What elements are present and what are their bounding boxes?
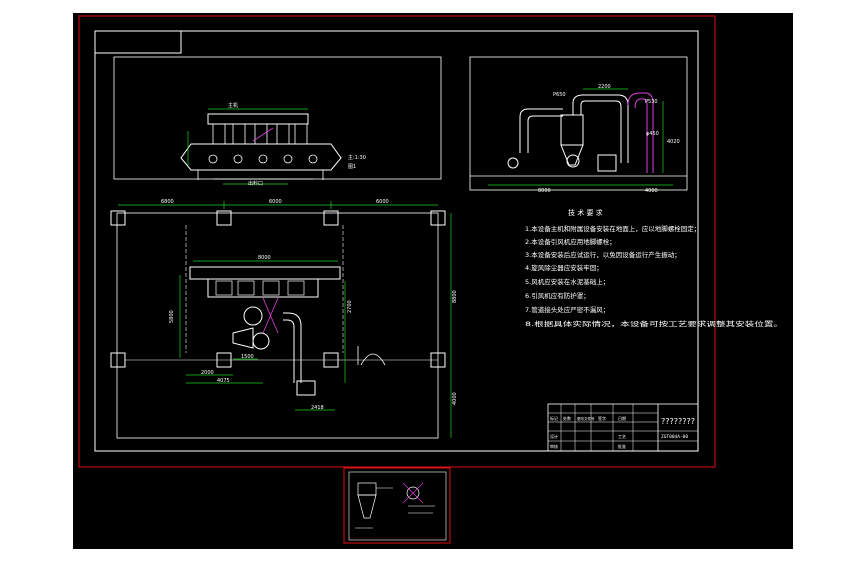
side-label-3: φ450 bbox=[646, 131, 659, 137]
title-block-cell-9: 批准 bbox=[618, 443, 626, 449]
detail-thumbnail bbox=[343, 467, 451, 544]
title-block-cell-8: 工艺 bbox=[618, 434, 626, 439]
plan-dim-top-mid: 6000 bbox=[269, 199, 282, 205]
side-dim-2: 4000 bbox=[645, 188, 658, 194]
title-block-cell-3: 更改文件号 bbox=[577, 416, 595, 421]
drawing-number: ZGT004A-00 bbox=[661, 434, 688, 440]
notes-item-3: 3.本设备安装后应试运行，以免因设备运行产生振动； bbox=[525, 250, 681, 259]
elevation-note-2: 图1 bbox=[348, 164, 356, 170]
plan-view-frame bbox=[116, 212, 439, 439]
title-block-cell-6: 设计 bbox=[550, 433, 558, 439]
notes-item-1: 1.本设备主机和附属设备安装在地面上，应以地脚螺栓固定； bbox=[525, 224, 700, 233]
notes-item-6: 6.引风机应有防护罩； bbox=[525, 291, 590, 300]
elevation-note-1: 主:1:30 bbox=[348, 154, 366, 161]
drawing-title: ???????? bbox=[661, 417, 695, 426]
elevation-label-1: 主机 bbox=[228, 102, 238, 109]
title-block-cell-2: 处数 bbox=[563, 415, 571, 421]
elevation-label-2: 出料口 bbox=[248, 180, 263, 187]
notes-item-4: 4.旋风除尘器应安装牢固； bbox=[525, 263, 603, 272]
plan-dim-bottom-4: 2418 bbox=[311, 405, 324, 411]
plan-dim-top-right: 6000 bbox=[376, 199, 389, 205]
cad-drawing-sheet: 主机 出料口 主:1:30 图1 8000 4000 2200 P650 P53… bbox=[73, 13, 793, 549]
side-view-frame bbox=[469, 56, 688, 191]
plan-dim-mid: 2700 bbox=[347, 300, 353, 313]
plan-dim-bottom-3: 4075 bbox=[217, 378, 230, 384]
side-dim-height: 4020 bbox=[667, 139, 680, 145]
notes-item-8: 8.根据具体实际情况，本设备可按工艺要求调整其安装位置。 bbox=[525, 319, 783, 328]
cad-drawing-canvas: 主机 出料口 主:1:30 图1 8000 4000 2200 P650 P53… bbox=[78, 15, 783, 544]
elevation-view: 主机 出料口 主:1:30 图1 bbox=[113, 56, 442, 187]
plan-dim-top-left: 6800 bbox=[161, 199, 174, 205]
plan-dim-bottom-1: 2000 bbox=[201, 370, 214, 376]
inner-border bbox=[94, 30, 699, 452]
notes-title: 技 术 要 求 bbox=[568, 208, 603, 217]
plan-dim-bottom-2: 1500 bbox=[241, 354, 254, 360]
corner-box bbox=[94, 30, 182, 54]
title-block-cell-4: 签字 bbox=[598, 415, 606, 421]
notes-item-5: 5.风机应安装在水泥基础上； bbox=[525, 277, 609, 286]
technical-notes: 技 术 要 求 1.本设备主机和附属设备安装在地面上，应以地脚螺栓固定； 2.本… bbox=[525, 208, 783, 328]
title-block-cell-1: 标记 bbox=[550, 415, 558, 421]
title-block-cell-5: 日期 bbox=[618, 415, 626, 421]
side-dim-1: 8000 bbox=[538, 188, 551, 194]
notes-item-7: 7.管道接头处应严密不漏风； bbox=[525, 305, 609, 314]
side-view: 8000 4000 2200 P650 P530 φ450 4020 bbox=[469, 56, 688, 194]
side-label-2: P530 bbox=[645, 99, 658, 105]
plan-view: 6800 6000 6000 8000 5800 2700 8800 4000 … bbox=[110, 199, 458, 439]
plan-dim-right: 8800 bbox=[452, 290, 458, 303]
elevation-view-frame bbox=[113, 56, 442, 180]
side-label-1: P650 bbox=[553, 92, 566, 98]
notes-item-2: 2.本设备引风机应用地脚螺栓； bbox=[525, 237, 616, 246]
title-block: 标记 处数 更改文件号 签字 日期 设计 审核 工艺 批准 ???????? Z… bbox=[547, 403, 699, 452]
side-dim-top: 2200 bbox=[598, 84, 611, 90]
title-block-cell-7: 审核 bbox=[550, 443, 558, 449]
outer-frame bbox=[78, 15, 716, 468]
plan-dim-right-lower: 4000 bbox=[452, 392, 458, 405]
plan-dim-left: 5800 bbox=[169, 310, 175, 323]
plan-dim-inner: 8000 bbox=[258, 255, 271, 261]
